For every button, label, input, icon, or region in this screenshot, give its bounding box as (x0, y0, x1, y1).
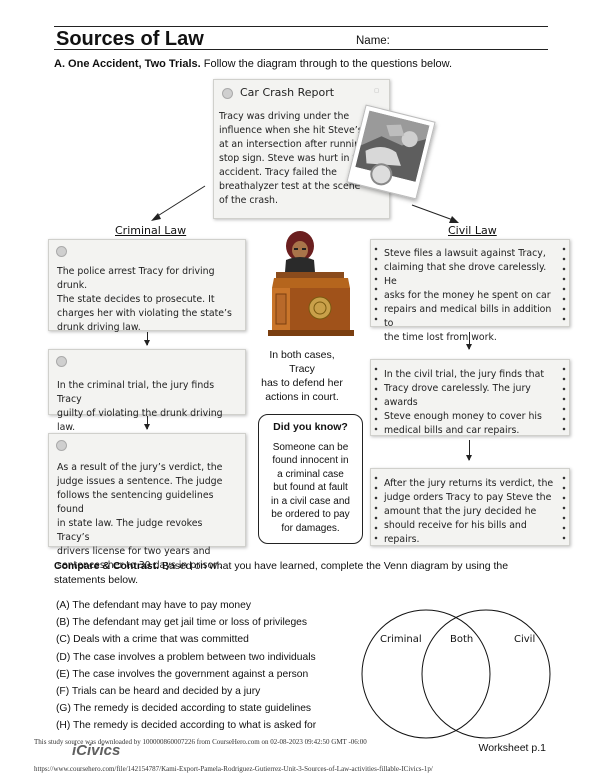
venn-label-both: Both (450, 634, 474, 645)
crash-photo (346, 104, 436, 200)
title-underline (54, 49, 548, 50)
arrow-down-icon (144, 416, 150, 430)
section-a-title: A. One Accident, Two Trials. (54, 58, 201, 70)
civil-card-lawsuit-text: Steve files a lawsuit against Tracy,clai… (384, 248, 552, 343)
civil-card-lawsuit: Steve files a lawsuit against Tracy,clai… (370, 239, 570, 343)
civil-law-heading: Civil Law (448, 224, 497, 237)
section-a-heading: A. One Accident, Two Trials. Follow the … (54, 58, 452, 70)
compare-contrast-instructions: Compare & Contrast. Based on what you ha… (54, 560, 554, 587)
stamp-icon: □ (374, 88, 379, 94)
venn-diagram (361, 609, 551, 739)
arrow-down-icon (466, 440, 472, 461)
statement-item: (G) The remedy is decided according to s… (56, 703, 312, 715)
spiral-binding-icon (562, 473, 566, 541)
compare-instruction-1: Based on what you have learned, complete… (161, 560, 509, 572)
download-watermark: This study source was downloaded by 1000… (34, 738, 367, 746)
criminal-card-arrest-text: The police arrest Tracy for driving drun… (57, 266, 232, 333)
criminal-card-trial-text: In the criminal trial, the jury finds Tr… (57, 380, 223, 433)
arrow-down-icon (466, 332, 472, 350)
criminal-card-trial: In the criminal trial, the jury finds Tr… (48, 349, 246, 433)
venn-circle-criminal (361, 609, 491, 739)
spiral-binding-icon (374, 473, 378, 541)
compare-heading: Compare & Contrast. (54, 560, 160, 572)
statement-item: (B) The defendant may get jail time or l… (56, 617, 308, 629)
statement-item: (E) The case involves the government aga… (56, 668, 309, 680)
pin-icon (56, 246, 67, 257)
criminal-card-arrest: The police arrest Tracy for driving drun… (48, 239, 246, 333)
arrow-down-icon (144, 332, 150, 346)
source-url[interactable]: https://www.coursehero.com/file/14215478… (34, 765, 433, 773)
crash-report-title: Car Crash Report (240, 86, 335, 99)
spiral-binding-icon (374, 364, 378, 431)
spiral-binding-icon (562, 364, 566, 431)
name-label: Name: (356, 35, 390, 47)
worksheet-page-label: Worksheet p.1 (478, 742, 546, 754)
venn-label-criminal: Criminal (380, 634, 422, 645)
venn-circle-civil (421, 609, 551, 739)
spiral-binding-icon (562, 244, 566, 322)
statement-item: (A) The defendant may have to pay money (56, 600, 251, 611)
judge-illustration (268, 231, 354, 336)
top-rule (54, 26, 548, 27)
pin-icon (56, 356, 67, 367)
statement-list: (A) The defendant may have to pay money … (56, 600, 316, 738)
page-title: Sources of Law (56, 28, 204, 50)
statement-item: (F) Trials can be heard and decided by a… (56, 685, 261, 697)
icivics-logo: iCivics (72, 742, 121, 759)
statement-item: (D) The case involves a problem between … (56, 651, 316, 663)
statement-item: (H) The remedy is decided according to w… (56, 720, 317, 732)
did-you-know-title: Did you know? (273, 421, 348, 433)
pin-icon (222, 88, 233, 99)
spiral-binding-icon (374, 244, 378, 322)
pin-icon (56, 440, 67, 451)
criminal-law-heading: Criminal Law (115, 224, 187, 237)
statement-item: (C) Deals with a crime that was committe… (56, 634, 249, 646)
branch-arrows (151, 185, 459, 223)
venn-label-civil: Civil (514, 634, 536, 645)
compare-instruction-2: statements below. (54, 573, 139, 586)
section-a-instruction: Follow the diagram through to the questi… (203, 58, 453, 70)
